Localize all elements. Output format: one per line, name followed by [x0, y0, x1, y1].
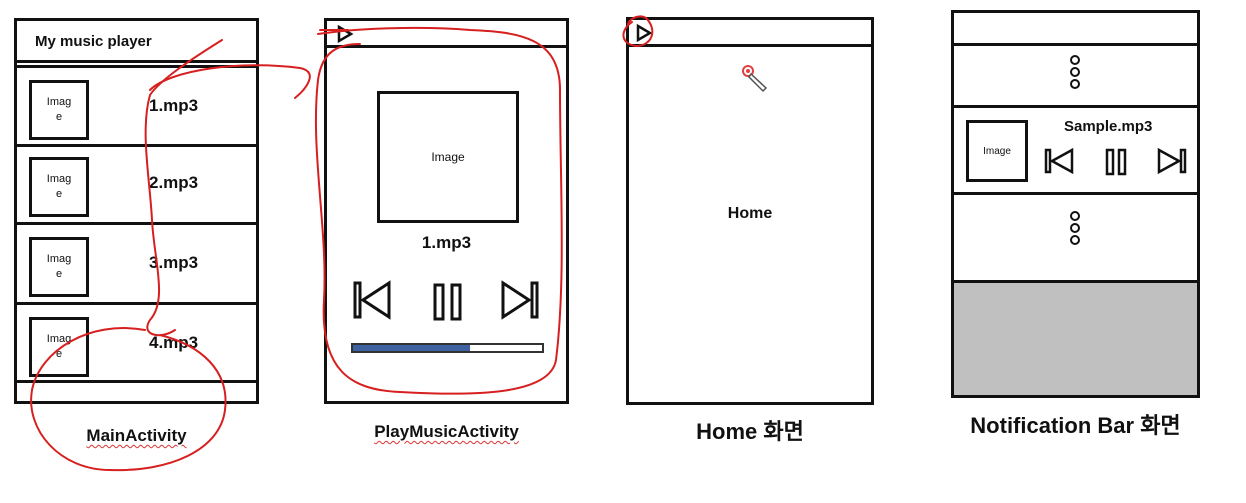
notification-gray-area [954, 280, 1197, 395]
pointer-cursor-icon [742, 65, 768, 93]
item-thumbnail: Image [29, 157, 89, 217]
notification-top-strip [954, 13, 1197, 46]
list-item[interactable]: Image 4.mp3 [17, 305, 256, 383]
back-play-icon[interactable] [337, 24, 354, 44]
notification-caption: Notification Bar 화면 [970, 413, 1181, 438]
home-label: Home [727, 205, 773, 222]
main-activity-frame: My music player Image 1.mp3 Image 2.mp3 … [14, 18, 259, 404]
play-notification-icon[interactable] [636, 23, 653, 43]
pause-icon[interactable] [1105, 148, 1129, 176]
item-thumbnail: Image [29, 237, 89, 297]
next-icon[interactable] [1157, 147, 1187, 175]
next-icon[interactable] [501, 280, 541, 320]
album-art-label: Image [431, 150, 465, 164]
album-art: Image [377, 91, 519, 223]
notification-frame: Image Sample.mp3 [951, 10, 1200, 398]
notification-song-title: Sample.mp3 [1064, 118, 1153, 135]
previous-icon[interactable] [353, 280, 393, 320]
main-activity-caption: MainActivity [86, 426, 187, 445]
item-song-name: 1.mp3 [149, 96, 199, 115]
main-header: My music player [17, 21, 256, 63]
previous-icon[interactable] [1044, 147, 1074, 175]
notification-thumbnail: Image [966, 120, 1028, 182]
item-song-name: 2.mp3 [149, 173, 199, 192]
play-music-caption: PlayMusicActivity [374, 422, 519, 441]
home-caption: Home 화면 [696, 419, 804, 444]
item-thumbnail: Image [29, 80, 89, 140]
pause-icon[interactable] [433, 283, 463, 321]
item-thumbnail: Image [29, 317, 89, 377]
list-item[interactable]: Image 1.mp3 [17, 65, 256, 147]
item-song-name: 3.mp3 [149, 253, 199, 272]
item-song-name: 4.mp3 [149, 333, 199, 352]
progress-fill [353, 345, 471, 351]
home-frame: Home [626, 17, 874, 405]
play-music-frame: Image 1.mp3 [324, 18, 569, 404]
progress-bar[interactable] [351, 343, 544, 353]
ellipsis-vertical-icon [1070, 211, 1080, 245]
play-top-bar [327, 21, 566, 48]
list-item[interactable]: Image 2.mp3 [17, 147, 256, 225]
list-item[interactable]: Image 3.mp3 [17, 225, 256, 305]
ellipsis-vertical-icon [1070, 55, 1080, 89]
home-status-bar [629, 20, 871, 47]
music-notification[interactable]: Image Sample.mp3 [954, 105, 1197, 195]
now-playing-title: 1.mp3 [421, 233, 472, 252]
main-header-title: My music player [35, 33, 152, 50]
